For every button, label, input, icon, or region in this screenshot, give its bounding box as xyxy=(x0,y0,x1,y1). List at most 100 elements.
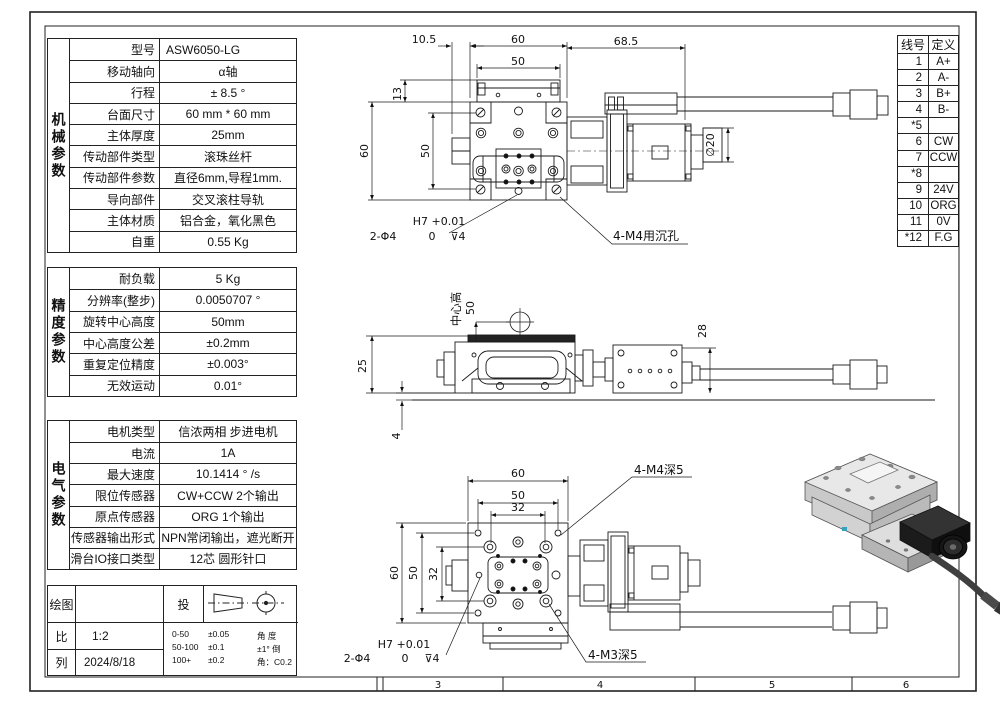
bottom-note-m4: 4-M4深5 xyxy=(634,463,684,477)
bottom-note-depth: ⊽4 xyxy=(424,652,439,665)
wire-def: CCW xyxy=(928,149,958,166)
spec-label: 旋转中心高度 xyxy=(70,310,160,332)
spec-value: 直径6mm,导程1mm. xyxy=(160,166,296,188)
wire-def: A+ xyxy=(928,53,958,70)
wire-no: *5 xyxy=(898,117,928,133)
top-note-depth: ⊽4 xyxy=(450,230,465,243)
zone-band xyxy=(376,677,853,691)
top-dim-50h: 50 xyxy=(511,55,525,68)
spec-label: 主体材质 xyxy=(70,209,160,231)
spec-value: 0.55 Kg xyxy=(160,230,296,252)
iso-cable xyxy=(928,552,990,602)
spec-value: 铝合金，氧化黑色 xyxy=(160,209,296,230)
spec-value: 12芯 圆形针口 xyxy=(160,547,296,569)
spec-value: α轴 xyxy=(160,60,296,81)
spec-value: CW+CCW 2个输出 xyxy=(160,484,296,505)
tol-range: 50-100 xyxy=(172,642,199,653)
spec-value: ASW6050-LG xyxy=(166,42,241,57)
wire-def xyxy=(928,117,958,134)
bottom-dim-32h: 32 xyxy=(511,501,525,514)
spec-value: 1A xyxy=(160,442,296,463)
wire-no: 11 xyxy=(898,213,928,230)
spec-value: 60 mm * 60 mm xyxy=(160,102,296,124)
wire-def: 0V xyxy=(928,213,958,230)
spec-value: ±0.2mm xyxy=(160,332,296,353)
wire-no: 9 xyxy=(898,181,928,198)
tol-range: 0-50 xyxy=(172,629,190,639)
projection-symbol xyxy=(208,591,284,615)
side-view-dim-text: 中心高 50 25 4 28 xyxy=(356,292,709,440)
bottom-dim-50h: 50 xyxy=(511,489,525,502)
top-note-fit-zero: 0 xyxy=(429,230,436,243)
spec-label: 传动部件类型 xyxy=(70,145,160,167)
spec-label: 无效运动 xyxy=(70,374,160,396)
bottom-view xyxy=(445,522,888,650)
spec-value: 50mm xyxy=(160,310,296,332)
small-dots xyxy=(496,554,542,594)
zone-4: 4 xyxy=(597,680,603,691)
wire-no: *12 xyxy=(898,229,928,246)
spec-label: 自重 xyxy=(70,230,160,252)
spec-label: 主体厚度 xyxy=(70,124,160,146)
spec-label: 电流 xyxy=(70,442,160,464)
spec-label: 分辨率(整步) xyxy=(70,289,160,311)
counterbore-screws xyxy=(483,540,553,608)
spec-label: 限位传感器 xyxy=(70,484,160,506)
spec-value: 滚珠丝杆 xyxy=(160,145,296,166)
spec-value: 信浓两相 步进电机 xyxy=(178,425,278,440)
bottom-note-m3: 4-M3深5 xyxy=(588,648,638,662)
side-dim-28: 28 xyxy=(696,324,709,338)
side-dim-center: 50 xyxy=(464,301,477,315)
top-view xyxy=(451,79,889,201)
side-view xyxy=(412,308,935,401)
spec-value: ± 8.5 ° xyxy=(160,81,296,103)
zone-6: 6 xyxy=(903,680,909,691)
wire-def: ORG xyxy=(928,197,958,214)
bottom-dim-50v: 50 xyxy=(407,566,420,580)
tol-value: ±0.2 xyxy=(208,655,225,666)
tol-range: 100+ xyxy=(172,655,192,666)
linear-tolerances: 0-50±0.05 50-100±0.1 100+±0.2 xyxy=(172,628,229,668)
wire-no: 3 xyxy=(898,85,928,101)
projection-symbol-cell xyxy=(204,586,298,623)
wire-def: CW xyxy=(928,133,958,150)
angle-tol-line: 角 度 xyxy=(257,631,277,641)
bottom-view-dim-text: 60 50 32 60 50 32 4-M4深5 4-M3深5 H7 +0.01… xyxy=(344,463,684,665)
wire-def: B- xyxy=(928,101,958,118)
zone-labels: 3 4 5 6 xyxy=(435,680,909,691)
spec-label: 行程 xyxy=(70,81,160,103)
spec-label: 中心高度公差 xyxy=(70,332,160,354)
bottom-dim-60v: 60 xyxy=(388,566,401,580)
top-dim-60v: 60 xyxy=(358,144,371,158)
scale-value: 1:2 xyxy=(76,623,164,650)
spec-label: 原点传感器 xyxy=(70,505,160,527)
top-dim-13: 13 xyxy=(391,87,404,101)
wire-col2-header: 定义 xyxy=(928,36,958,53)
projection-label: 投 xyxy=(164,586,204,623)
spec-label: 传感器输出形式 xyxy=(70,526,160,548)
wire-def: A- xyxy=(928,69,958,86)
title-block: 绘图 投 比 1:2 列 2024/8/18 0-50±0.05 50-100±… xyxy=(47,585,298,676)
spec-section-mechanical-title: 机械参数 xyxy=(48,39,70,252)
side-center-height-label: 中心高 xyxy=(449,292,463,327)
angle-tolerances: 角 度 ±1° 倒 角：C0.2 xyxy=(257,628,292,670)
top-note-counterbore: 4-M4用沉孔 xyxy=(613,229,679,243)
spec-section-precision-title: 精度参数 xyxy=(48,268,70,396)
bottom-note-pin: 2-Φ4 xyxy=(344,652,371,665)
wire-no: 1 xyxy=(898,53,928,69)
slot-screws xyxy=(503,153,535,185)
wire-no: 6 xyxy=(898,133,928,149)
spec-label: 传动部件参数 xyxy=(70,166,160,189)
wire-def xyxy=(928,165,958,182)
spec-value: ORG 1个输出 xyxy=(160,505,296,527)
top-view-dim-text: 10.5 60 68.5 50 13 60 50 ∅20 H7 +0.01 2-… xyxy=(358,33,717,243)
spec-label: 重复定位精度 xyxy=(70,353,160,375)
spec-value: NPN常闭输出，遮光断开 xyxy=(160,526,296,548)
socket-screws xyxy=(475,127,559,177)
wire-no: 7 xyxy=(898,149,928,166)
wire-no: 2 xyxy=(898,69,928,85)
